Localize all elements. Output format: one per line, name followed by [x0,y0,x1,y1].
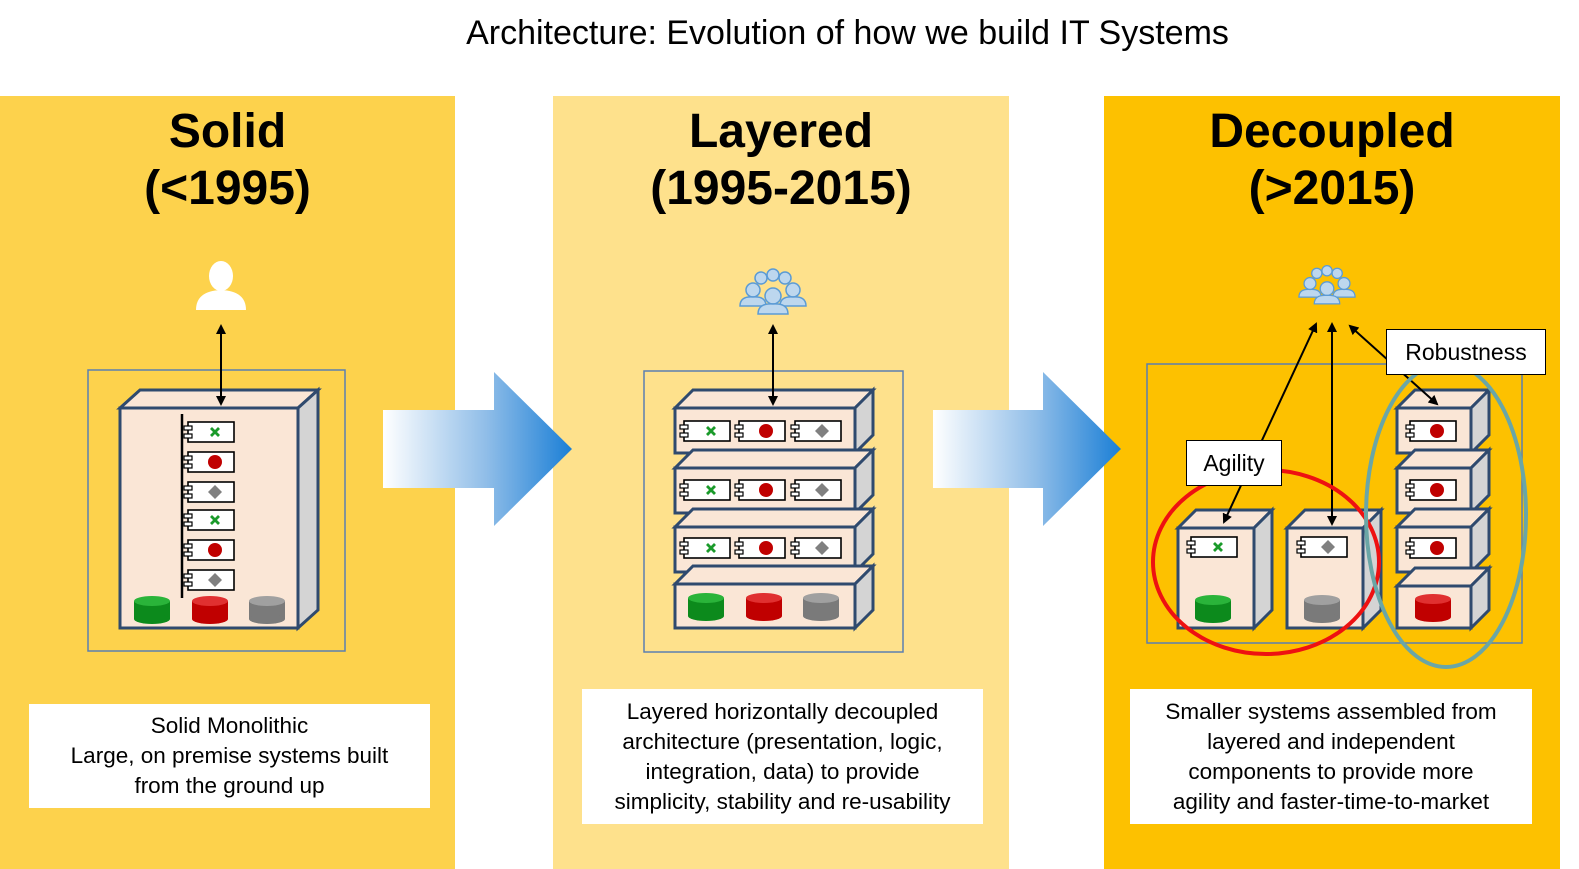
panel-solid-name: Solid [168,105,287,158]
solid-monolith-server [116,386,322,632]
layered-components [680,421,841,558]
single-user-icon [196,261,246,310]
solid-description: Solid Monolithic Large, on premise syste… [29,704,430,808]
solid-description-line: from the ground up [134,773,325,798]
panel-solid-era: (<1995) [144,162,311,215]
diagram-title: Architecture: Evolution of how we build … [466,14,1229,52]
panel-layered-era: (1995-2015) [650,162,912,215]
panel-decoupled-era: (>2015) [1248,162,1416,215]
layered-description-line: integration, data) to provide [645,758,920,784]
layered-description-line: simplicity, stability and re-usability [614,788,951,814]
microservice-a [1174,506,1276,632]
user-group-icon [739,268,807,315]
layered-databases [688,593,839,621]
agility-link-a [1222,322,1318,524]
evolution-arrow-1 [383,372,572,526]
decoupled-description: Smaller systems assembled from layered a… [1130,689,1532,824]
microservice-c-stack [1393,386,1493,632]
decoupled-description-line: layered and independent [1207,728,1455,754]
evolution-arrow-2 [933,372,1121,526]
decoupled-description-line: agility and faster-time-to-market [1172,788,1490,814]
user-group-icon [1298,265,1356,305]
decoupled-description-line: Smaller systems assembled from [1165,698,1497,724]
agility-callout: Agility [1186,440,1282,486]
layered-description-line: Layered horizontally decoupled [626,698,939,724]
solid-description-line: Large, on premise systems built [70,743,389,768]
panel-layered-name: Layered [688,105,874,158]
layered-description-line: architecture (presentation, logic, [622,728,943,754]
solid-description-line: Solid Monolithic [150,713,309,738]
robustness-callout: Robustness [1386,329,1546,375]
layered-description: Layered horizontally decoupled architect… [582,689,983,824]
panel-decoupled-name: Decoupled [1209,105,1455,158]
solid-databases [134,596,285,624]
decoupled-description-line: components to provide more [1188,758,1474,784]
